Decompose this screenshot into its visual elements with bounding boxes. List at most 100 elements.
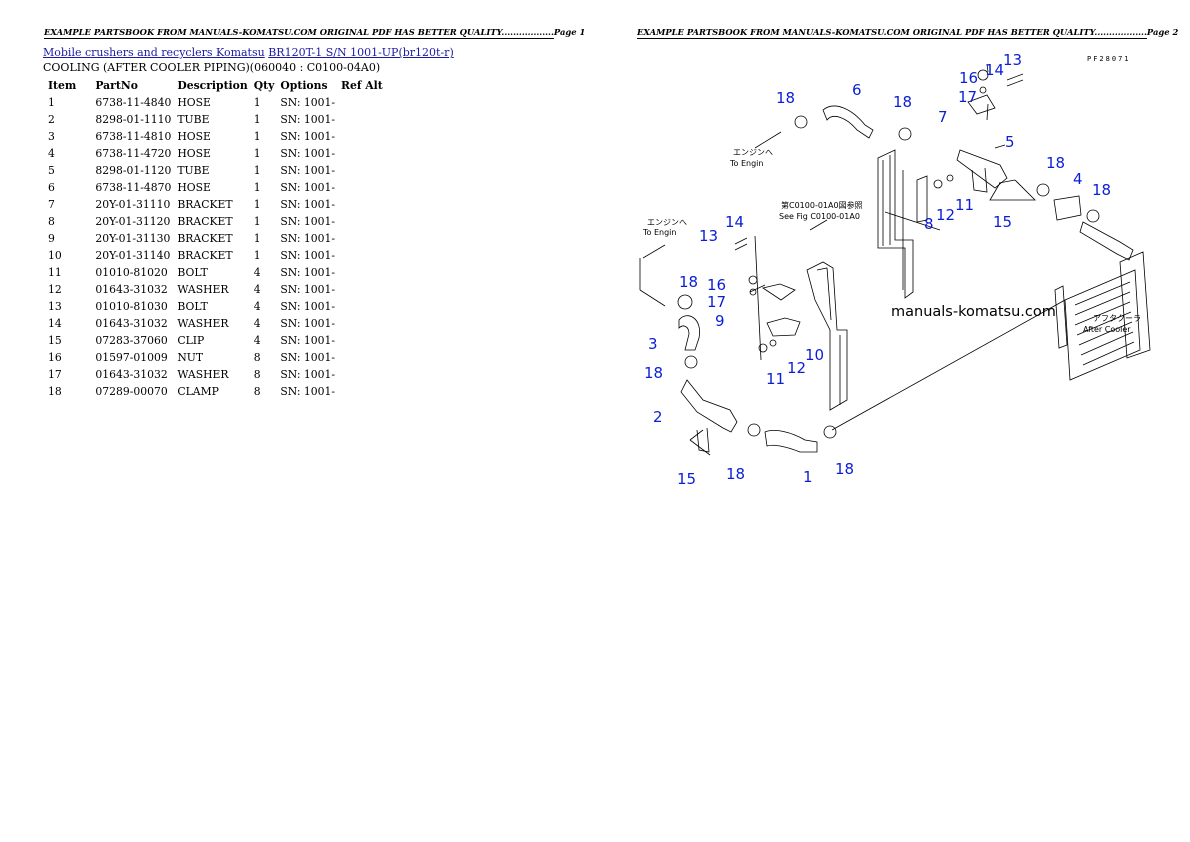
callout-17b[interactable]: 17: [707, 293, 726, 311]
cell-description: NUT: [177, 351, 204, 364]
cell-ref-alt: [338, 196, 386, 213]
annotation-after-cooler-en: After Cooler: [1083, 325, 1131, 334]
cell-partno: 6738-11-4840: [95, 96, 172, 109]
cell-item: 13: [48, 300, 62, 313]
annotation-see-fig-jp: 第C0100-01A0図参照: [781, 200, 863, 210]
cell-item: 14: [48, 317, 62, 330]
cell-options: SN: 1001-: [280, 283, 336, 296]
column-header-ref-alt: Ref Alt: [341, 79, 383, 92]
callout-13[interactable]: 13: [1003, 51, 1022, 69]
cell-description: TUBE: [177, 164, 210, 177]
cell-ref-alt: [338, 247, 386, 264]
cell-qty: 1: [253, 147, 261, 160]
column-header-partno: PartNo: [95, 79, 138, 92]
callout-16b[interactable]: 16: [707, 276, 726, 294]
cell-description: BRACKET: [177, 249, 233, 262]
callout-15b[interactable]: 15: [677, 470, 696, 488]
cell-qty: 1: [253, 96, 261, 109]
cell-description: TUBE: [177, 113, 210, 126]
cell-description: WASHER: [177, 368, 229, 381]
callout-10[interactable]: 10: [805, 346, 824, 364]
callout-8[interactable]: 8: [924, 215, 934, 233]
callout-18b[interactable]: 18: [893, 93, 912, 111]
column-header-description: Description: [177, 79, 248, 92]
cell-options: SN: 1001-: [280, 317, 336, 330]
annotation-to-engine-jp-2: エンジンへ: [647, 218, 687, 227]
callout-12b[interactable]: 12: [787, 359, 806, 377]
callout-18e[interactable]: 18: [679, 273, 698, 291]
watermark: manuals-komatsu.com: [891, 304, 1056, 320]
callout-9[interactable]: 9: [715, 312, 725, 330]
cell-item: 16: [48, 351, 62, 364]
callout-5[interactable]: 5: [1005, 133, 1015, 151]
callout-numbers: 1 2 3 4 5 6 7 8 9 10 11 11 12 12 13 13 1…: [644, 51, 1111, 488]
callout-11[interactable]: 11: [955, 196, 974, 214]
cell-item: 10: [48, 249, 62, 262]
column-header-item: Item: [48, 79, 77, 92]
cell-qty: 1: [253, 113, 261, 126]
callout-14[interactable]: 14: [985, 61, 1004, 79]
cell-description: CLIP: [177, 334, 205, 347]
column-header-options: Options: [280, 79, 328, 92]
cell-qty: 4: [253, 317, 261, 330]
cell-partno: 20Y-01-31130: [95, 232, 171, 245]
callout-3[interactable]: 3: [648, 335, 658, 353]
parts-diagram: エンジンへ To Engin エンジンへ To Engin 第C0100-01A…: [639, 51, 1151, 488]
callout-18g[interactable]: 18: [726, 465, 745, 483]
cell-item: 2: [48, 113, 55, 126]
callout-18d[interactable]: 18: [1092, 181, 1111, 199]
cell-options: SN: 1001-: [280, 215, 336, 228]
breadcrumb-link-category[interactable]: Mobile crushers and recyclers Komatsu: [43, 46, 265, 59]
cell-options: SN: 1001-: [280, 232, 336, 245]
callout-11b[interactable]: 11: [766, 370, 785, 388]
callout-6[interactable]: 6: [852, 81, 862, 99]
callout-1[interactable]: 1: [803, 468, 813, 486]
callout-18[interactable]: 18: [776, 89, 795, 107]
cell-qty: 8: [253, 351, 261, 364]
cell-qty: 1: [253, 198, 261, 211]
callout-14b[interactable]: 14: [725, 213, 744, 231]
breadcrumb-link-model[interactable]: BR120T-1 S/N 1001-UP(br120t-r): [268, 46, 454, 59]
callout-18f[interactable]: 18: [644, 364, 663, 382]
callout-2[interactable]: 2: [653, 408, 663, 426]
cell-qty: 4: [253, 283, 261, 296]
annotation-to-engine-en: To Engin: [729, 159, 763, 168]
cell-description: BRACKET: [177, 198, 233, 211]
callout-7[interactable]: 7: [938, 108, 948, 126]
cell-item: 18: [48, 385, 62, 398]
cell-description: HOSE: [177, 130, 211, 143]
cell-qty: 1: [253, 164, 261, 177]
cell-item: 9: [48, 232, 55, 245]
callout-15[interactable]: 15: [993, 213, 1012, 231]
callout-4[interactable]: 4: [1073, 170, 1083, 188]
callout-12[interactable]: 12: [936, 206, 955, 224]
cell-partno: 01643-31032: [95, 317, 168, 330]
callout-16[interactable]: 16: [959, 69, 978, 87]
callout-13b[interactable]: 13: [699, 227, 718, 245]
cell-options: SN: 1001-: [280, 368, 336, 381]
diagram-code: PF28071: [1087, 55, 1131, 63]
cell-options: SN: 1001-: [280, 130, 336, 143]
callout-17[interactable]: 17: [958, 88, 977, 106]
cell-options: SN: 1001-: [280, 266, 336, 279]
callout-18c[interactable]: 18: [1046, 154, 1065, 172]
cell-partno: 07283-37060: [95, 334, 168, 347]
callout-18h[interactable]: 18: [835, 460, 854, 478]
cell-ref-alt: [338, 281, 386, 298]
cell-item: 12: [48, 283, 62, 296]
cell-ref-alt: [338, 383, 386, 400]
cell-partno: 07289-00070: [95, 385, 168, 398]
cell-ref-alt: [338, 230, 386, 247]
annotation-to-engine-jp: エンジンへ: [733, 148, 773, 157]
cell-item: 11: [48, 266, 62, 279]
cell-ref-alt: [338, 213, 386, 230]
